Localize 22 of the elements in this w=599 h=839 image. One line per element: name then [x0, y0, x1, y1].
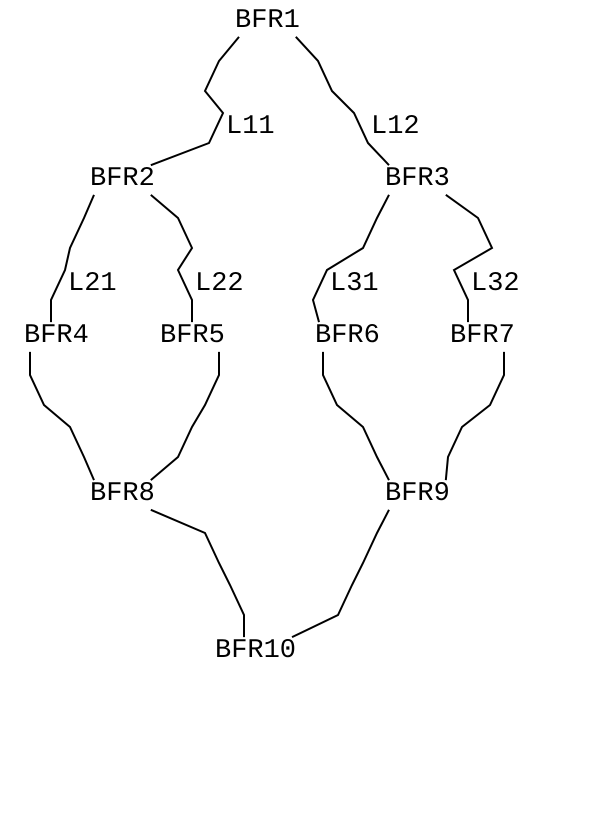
slash-connector — [150, 194, 194, 322]
slash-connector — [322, 352, 390, 481]
node-label: BFR5 — [160, 322, 225, 352]
slash-connector — [445, 194, 494, 322]
slash-connector — [150, 352, 220, 481]
node-label: BFR8 — [90, 480, 155, 510]
slash-connector — [150, 36, 240, 166]
node-label: BFR4 — [24, 322, 89, 352]
node-label: BFR9 — [385, 480, 450, 510]
node-label: BFR7 — [450, 322, 515, 352]
node-label: BFR10 — [215, 637, 296, 667]
node-label: BFR2 — [90, 165, 155, 195]
slash-connector — [150, 508, 245, 638]
slash-connector — [29, 352, 95, 481]
slash-connector — [50, 194, 95, 322]
slash-connector — [292, 509, 390, 638]
node-label: BFR1 — [235, 7, 300, 37]
slash-connector — [444, 352, 505, 480]
node-label: BFR3 — [385, 165, 450, 195]
slash-connector — [295, 36, 390, 166]
slash-connector — [312, 194, 390, 322]
node-label: BFR6 — [315, 322, 380, 352]
